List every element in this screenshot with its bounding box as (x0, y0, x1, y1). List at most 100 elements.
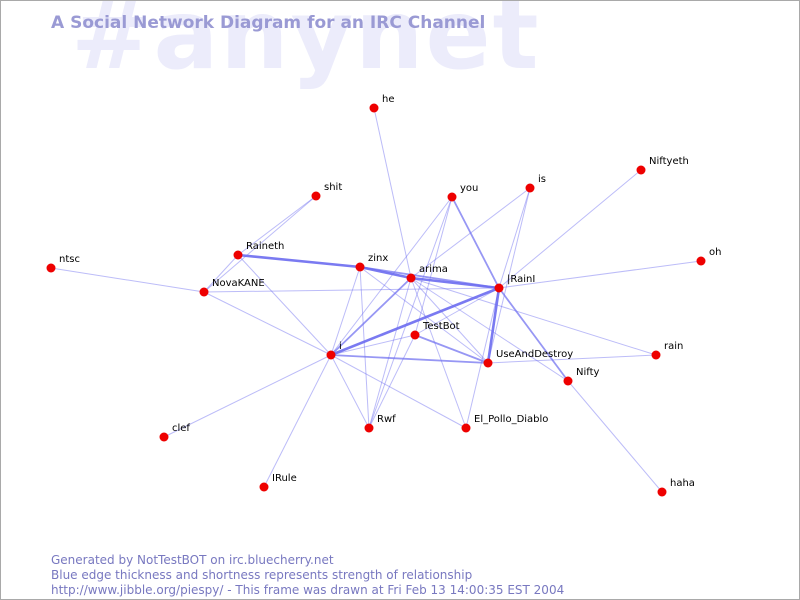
node-TestBot: TestBot (410, 321, 460, 340)
edge-arima-El_Pollo_Diablo (410, 277, 467, 429)
edge-IRainI-TestBot (414, 287, 500, 336)
node-IRule: IRule (259, 473, 297, 492)
footer-legend-note: Blue edge thickness and shortness repres… (51, 568, 473, 582)
node-label-zinx: zinx (368, 253, 388, 264)
node-he: he (369, 94, 395, 113)
edge-IRainI-UseAndDestroy (486, 287, 501, 364)
edge-IRainI-El_Pollo_Diablo (465, 287, 500, 429)
edge-arima-i (330, 277, 412, 356)
node-Nifty: Nifty (563, 367, 600, 386)
edge-shit-Raineth (237, 195, 317, 256)
edge-ntsc-NovaKANE (50, 267, 205, 293)
edge-arima-rain (410, 277, 657, 356)
edge-arima-IRainI (410, 276, 500, 290)
edge-zinx-i (330, 266, 361, 356)
edge-zinx-Rwf (359, 266, 370, 429)
node-label-Nifty: Nifty (576, 367, 600, 378)
node-dot-IRainI (494, 283, 504, 293)
node-haha: haha (657, 478, 695, 497)
node-rain: rain (651, 341, 683, 360)
edge-TestBot-i (330, 334, 416, 356)
edge-Niftyeth-IRainI (498, 169, 642, 289)
footer-generated-by: Generated by NotTestBOT on irc.bluecherr… (51, 553, 334, 567)
node-you: you (447, 183, 478, 202)
edge-you-Rwf (368, 196, 453, 429)
edge-i-clef (163, 354, 332, 438)
diagram-title: A Social Network Diagram for an IRC Chan… (51, 13, 486, 33)
node-label-shit: shit (324, 182, 342, 193)
node-label-Rwf: Rwf (377, 414, 396, 425)
edge-Raineth-zinx (237, 253, 361, 269)
node-label-IRule: IRule (272, 473, 297, 484)
node-dot-TestBot (410, 330, 420, 340)
node-dot-Raineth (233, 250, 243, 260)
node-label-he: he (382, 94, 395, 105)
node-label-arima: arima (419, 264, 448, 275)
node-label-ntsc: ntsc (59, 254, 80, 265)
node-clef: clef (159, 423, 190, 442)
node-dot-haha (657, 487, 667, 497)
node-label-TestBot: TestBot (422, 321, 460, 332)
edge-i-IRule (263, 354, 332, 488)
node-Rwf: Rwf (364, 414, 396, 433)
edge-you-i (330, 196, 453, 356)
edge-UseAndDestroy-rain (487, 354, 657, 364)
edge-NovaKANE-i (203, 291, 332, 356)
node-label-you: you (460, 183, 478, 194)
node-dot-Rwf (364, 423, 374, 433)
node-dot-you (447, 192, 457, 202)
node-label-oh: oh (709, 247, 721, 258)
node-label-clef: clef (172, 423, 190, 434)
node-Niftyeth: Niftyeth (636, 156, 689, 175)
node-NovaKANE: NovaKANE (199, 278, 265, 297)
edge-he-arima (373, 107, 412, 279)
node-IRainI: |RainI (494, 274, 535, 293)
edge-is-arima (410, 187, 531, 279)
node-dot-i (326, 350, 336, 360)
node-arima: arima (406, 264, 448, 283)
node-label-NovaKANE: NovaKANE (212, 278, 265, 289)
node-i: i (326, 341, 342, 360)
node-dot-ntsc (46, 263, 56, 273)
node-dot-NovaKANE (199, 287, 209, 297)
footer: Generated by NotTestBOT on irc.bluecherr… (51, 553, 564, 598)
edge-TestBot-Rwf (368, 334, 416, 429)
node-shit: shit (311, 182, 342, 201)
node-dot-zinx (355, 262, 365, 272)
edge-zinx-UseAndDestroy (359, 266, 489, 364)
edges-layer (50, 107, 702, 493)
edge-i-UseAndDestroy (330, 354, 489, 364)
node-UseAndDestroy: UseAndDestroy (483, 349, 573, 368)
node-dot-IRule (259, 482, 269, 492)
node-dot-Niftyeth (636, 165, 646, 175)
nodes-layer: he shit you is Niftyeth ntsc Raineth zinx arima o… (46, 94, 721, 497)
node-ntsc: ntsc (46, 254, 80, 273)
edge-oh-IRainI (498, 260, 702, 289)
node-dot-is (525, 183, 535, 193)
node-label-haha: haha (670, 478, 695, 489)
node-is: is (525, 174, 546, 193)
node-dot-oh (696, 256, 706, 266)
edge-arima-UseAndDestroy (410, 277, 489, 364)
footer-link-timestamp[interactable]: http://www.jibble.org/piespy/ - This fra… (51, 583, 565, 597)
edge-arima-Nifty (410, 277, 569, 382)
edge-TestBot-UseAndDestroy (414, 334, 489, 364)
node-label-UseAndDestroy: UseAndDestroy (496, 349, 573, 360)
node-Raineth: Raineth (233, 241, 284, 260)
node-label-IRainI: |RainI (507, 274, 535, 285)
edge-you-IRainI (451, 196, 500, 289)
channel-watermark: #anynet (71, 0, 541, 91)
node-zinx: zinx (355, 253, 388, 272)
node-label-rain: rain (664, 341, 683, 352)
edge-IRainI-i (330, 286, 500, 357)
node-dot-rain (651, 350, 661, 360)
edge-arima-Rwf (368, 277, 412, 429)
node-dot-shit (311, 191, 321, 201)
edge-IRainI-Nifty (498, 287, 569, 382)
node-El_Pollo_Diablo: El_Pollo_Diablo (461, 414, 548, 433)
edge-you-TestBot (414, 196, 453, 336)
edge-is-UseAndDestroy (487, 187, 531, 364)
edge-shit-NovaKANE (203, 195, 317, 293)
edge-Nifty-haha (567, 380, 663, 493)
